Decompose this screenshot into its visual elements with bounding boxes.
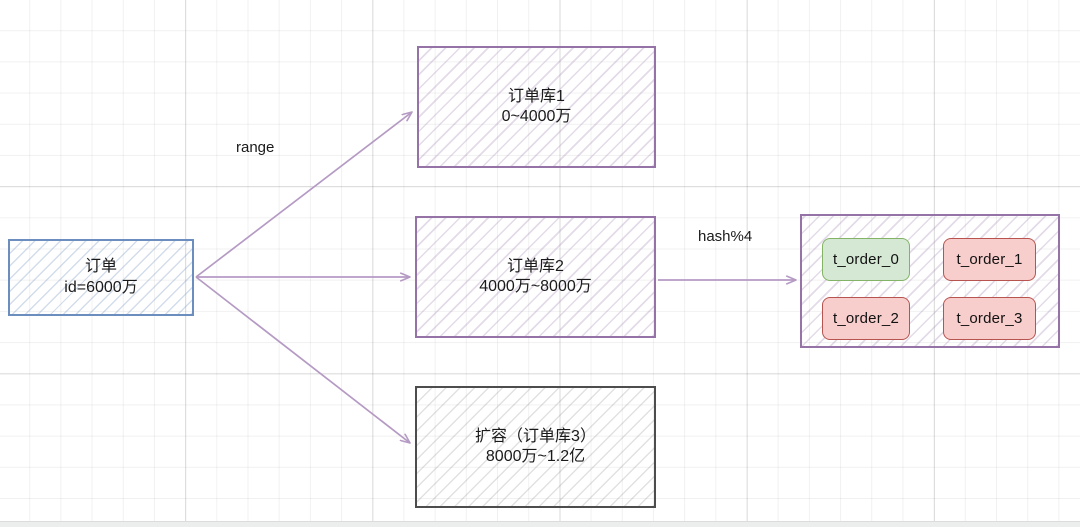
table-box-label: t_order_3	[956, 309, 1023, 327]
table-box-label: t_order_1	[956, 250, 1023, 268]
node-order[interactable]: 订单 id=6000万	[8, 239, 194, 316]
node-order-title: 订单	[84, 258, 117, 276]
node-order-subtitle: id=6000万	[64, 278, 138, 296]
table-box-t-order-2[interactable]: t_order_2	[822, 297, 910, 340]
node-db1-title: 订单库1	[508, 87, 565, 105]
hatch-fill-blue	[10, 241, 192, 314]
canvas-bottom-strip	[0, 521, 1080, 527]
node-order-db-1[interactable]: 订单库1 0~4000万	[417, 46, 656, 168]
edge-order-to-db1	[195, 112, 412, 278]
node-db2-title: 订单库2	[507, 257, 564, 275]
edge-order-to-db3	[195, 276, 410, 443]
table-box-label: t_order_0	[832, 250, 899, 268]
node-db2-label: 订单库2 4000万~8000万	[479, 257, 592, 298]
node-db3-label: 扩容（订单库3） 8000万~1.2亿	[475, 427, 596, 468]
table-box-label: t_order_2	[832, 309, 899, 327]
table-box-t-order-1[interactable]: t_order_1	[943, 238, 1036, 281]
node-db3-range: 8000万~1.2亿	[485, 448, 586, 465]
edge-label-range: range	[236, 139, 275, 156]
hatch-fill-gray	[417, 388, 654, 506]
node-db2-range: 4000万~8000万	[479, 278, 592, 295]
node-db3-title: 扩容（订单库3）	[475, 427, 596, 445]
node-order-db-3-expansion[interactable]: 扩容（订单库3） 8000万~1.2亿	[415, 386, 656, 508]
node-db1-range: 0~4000万	[501, 108, 572, 125]
node-order-label: 订单 id=6000万	[64, 257, 137, 298]
edge-label-hash: hash%4	[698, 228, 753, 245]
hatch-fill-purple	[417, 218, 654, 336]
shard-tables-panel[interactable]: t_order_0 t_order_1 t_order_2 t_order_3	[800, 214, 1060, 348]
table-box-t-order-3[interactable]: t_order_3	[943, 297, 1036, 340]
table-box-t-order-0[interactable]: t_order_0	[822, 238, 910, 281]
hatch-fill-purple	[419, 48, 654, 166]
node-order-db-2[interactable]: 订单库2 4000万~8000万	[415, 216, 656, 338]
node-db1-label: 订单库1 0~4000万	[502, 87, 572, 128]
